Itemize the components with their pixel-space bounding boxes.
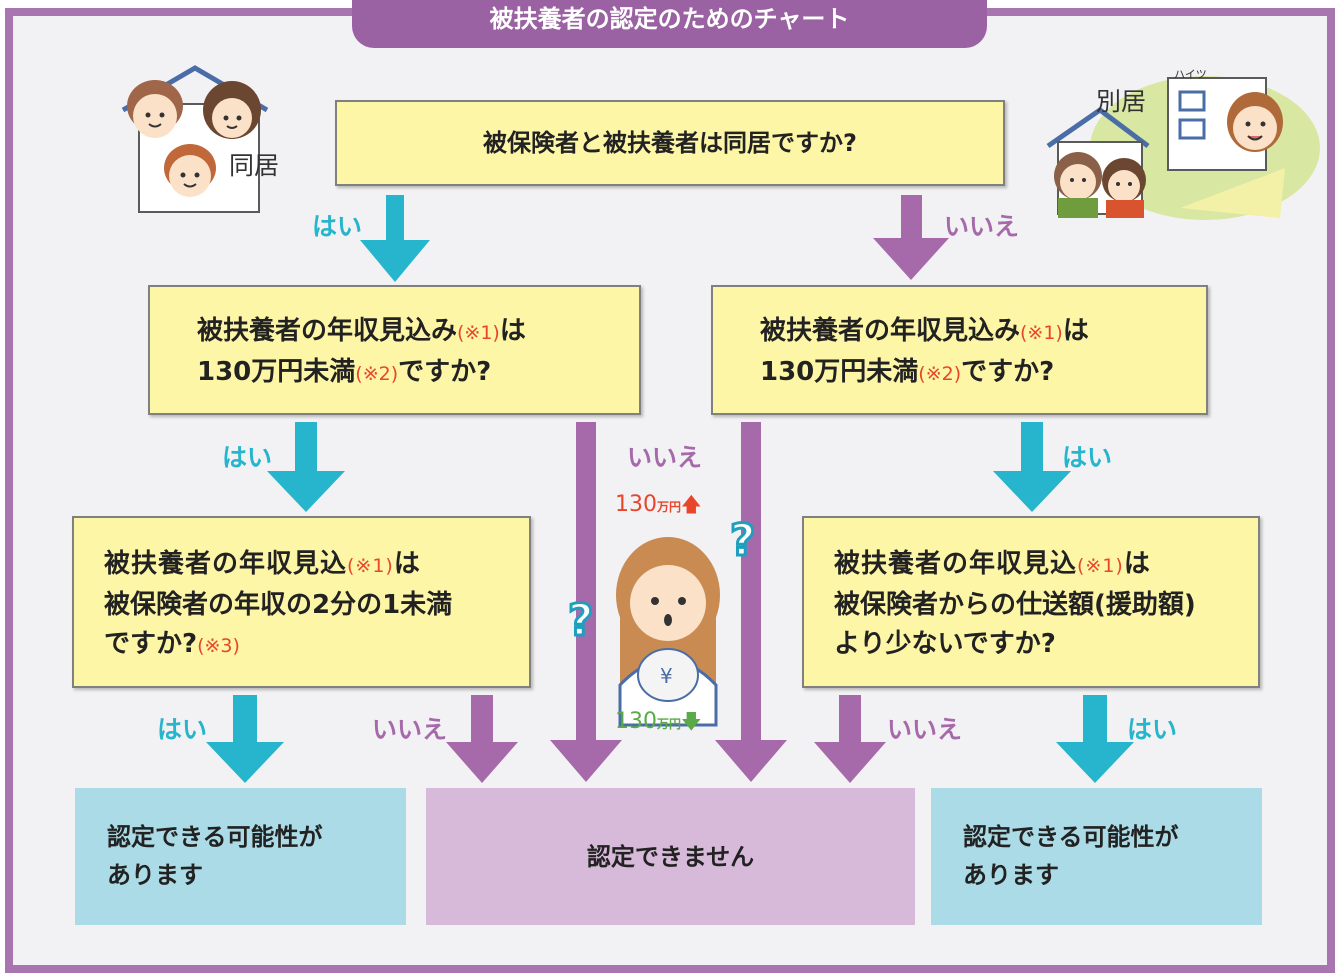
son-face-icon <box>1227 92 1283 152</box>
question-income-right: 被扶養者の年収見込み(※1)は 130万円未満(※2)ですか? <box>711 285 1208 415</box>
q3-left-line1: 被扶養者の年収見込(※1)は <box>104 549 421 579</box>
result-possible-right: 認定できる可能性が あります <box>931 788 1262 925</box>
yes-arrow-2 <box>267 422 345 512</box>
label-yes-4: はい <box>157 715 208 744</box>
q3-left-line3: ですか?(※3) <box>104 629 240 659</box>
label-no-1: いいえ <box>944 212 1020 241</box>
income-up-readout: 130万円🡅 <box>615 492 702 517</box>
q2-left-line2: 130万円未満(※2)ですか? <box>197 357 492 387</box>
q3-right-line2: 被保険者からの仕送額(援助額) <box>834 590 1196 620</box>
separate-label: 別居 <box>1096 87 1147 116</box>
question-half-income: 被扶養者の年収見込(※1)は 被保険者の年収の2分の1未満 ですか?(※3) <box>72 516 531 688</box>
no-arrow-1 <box>873 195 949 280</box>
woman-with-money-icon: ? ? ¥ <box>567 514 757 727</box>
label-yes-1: はい <box>312 212 363 241</box>
question-mark-icon: ? <box>568 595 594 646</box>
yes-arrow-1 <box>360 195 430 282</box>
svg-text:¥: ¥ <box>660 664 673 688</box>
label-yes-5: はい <box>1127 715 1178 744</box>
question-cohabitation: 被保険者と被扶養者は同居ですか? <box>335 100 1005 186</box>
question-mark-icon: ? <box>730 515 756 566</box>
arrow-down-icon: 🡇 <box>681 709 702 733</box>
yes-arrow-5 <box>1056 695 1134 783</box>
no-arrow-2 <box>550 422 622 782</box>
father-face-icon <box>127 80 183 138</box>
q2-left-line1: 被扶養者の年収見込み(※1)は <box>197 316 526 346</box>
yes-arrow-3 <box>993 422 1071 512</box>
q3-right-line1: 被扶養者の年収見込(※1)は <box>834 549 1151 579</box>
money-bag-icon <box>637 648 699 702</box>
q2-right-line2: 130万円未満(※2)ですか? <box>760 357 1055 387</box>
label-no-4: いいえ <box>372 715 448 744</box>
q3-right-line3: より少ないですか? <box>834 629 1056 659</box>
result-possible-left: 認定できる可能性が あります <box>75 788 406 925</box>
income-worry-illustration: 130万円🡅 ? ? ¥ 130万円🡇 <box>560 485 775 740</box>
no-arrow-3 <box>715 422 787 782</box>
arrow-up-icon: 🡅 <box>681 492 702 516</box>
child-face-icon <box>164 144 216 197</box>
label-yes-2: はい <box>222 443 273 472</box>
no-arrow-5 <box>814 695 886 783</box>
result-not-recognized: 認定できません <box>426 788 915 925</box>
label-no-2: いいえ <box>627 443 703 472</box>
parents-face-icon <box>1054 152 1146 218</box>
income-down-readout: 130万円🡇 <box>615 709 702 734</box>
separate-houses-icon <box>1046 76 1320 220</box>
mother-face-icon <box>203 81 261 139</box>
question-income-left: 被扶養者の年収見込み(※1)は 130万円未満(※2)ですか? <box>148 285 641 415</box>
no-arrow-4 <box>446 695 518 783</box>
label-yes-3: はい <box>1062 443 1113 472</box>
house-roof-icon <box>1046 106 1150 149</box>
apartment-sign: ハイツ <box>1174 68 1207 81</box>
question-allowance: 被扶養者の年収見込(※1)は 被保険者からの仕送額(援助額) より少ないですか? <box>802 516 1260 688</box>
label-no-5: いいえ <box>887 715 963 744</box>
q3-left-line2: 被保険者の年収の2分の1未満 <box>104 590 453 620</box>
separate-living-illustration: 別居 ハイツ <box>1040 58 1320 228</box>
family-house-icon <box>121 65 269 213</box>
chart-title: 被扶養者の認定のためのチャート <box>352 0 987 48</box>
cohabiting-family-illustration: 同居 <box>115 58 305 216</box>
yes-arrow-4 <box>206 695 284 783</box>
q2-right-line1: 被扶養者の年収見込み(※1)は <box>760 316 1089 346</box>
cohabiting-label: 同居 <box>229 151 280 180</box>
